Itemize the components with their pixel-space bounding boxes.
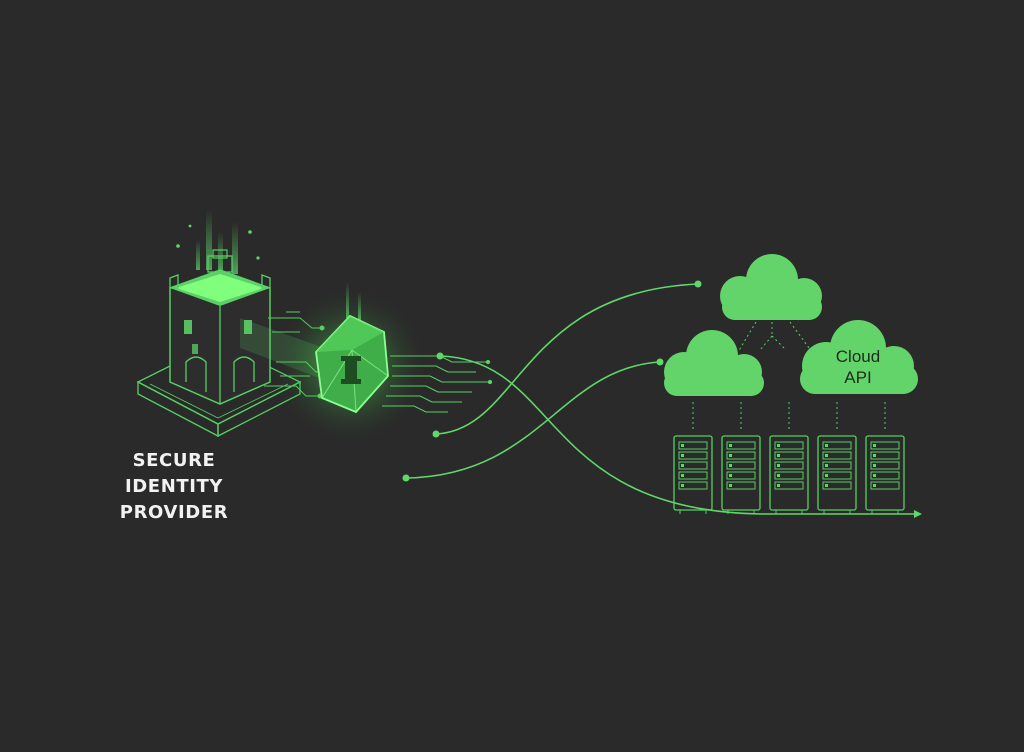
cloud-api: Cloud API (800, 320, 918, 394)
server-rack-icon (865, 435, 905, 514)
provider-label-line-1: SECURE (132, 450, 216, 471)
connection-endpoints (402, 280, 702, 482)
curve-to-cloud-left (405, 361, 661, 479)
cloud-top (720, 254, 822, 320)
provider-label-line-2: IDENTITY (124, 476, 224, 497)
server-racks (673, 435, 905, 514)
server-rack-icon (769, 435, 809, 514)
cloud-links (737, 321, 813, 353)
secure-identity-provider-label: SECURE IDENTITY PROVIDER (112, 448, 236, 526)
cloud-api-label-line-1: Cloud (836, 347, 880, 366)
curve-to-cloud-top (435, 283, 699, 435)
server-rack-icon (817, 435, 857, 514)
cloud-api-label-line-2: API (844, 368, 871, 387)
cloud-server-links (692, 402, 886, 430)
keyhole-shield-icon (270, 282, 430, 446)
data-stream-lines (382, 355, 493, 413)
connection-curves (405, 283, 914, 515)
provider-label-line-3: PROVIDER (119, 502, 229, 523)
curve-to-servers (439, 355, 914, 515)
server-rack-icon (721, 435, 761, 514)
server-rack-icon (673, 435, 713, 514)
arrow-head (914, 510, 922, 518)
cloud-left (664, 330, 764, 396)
